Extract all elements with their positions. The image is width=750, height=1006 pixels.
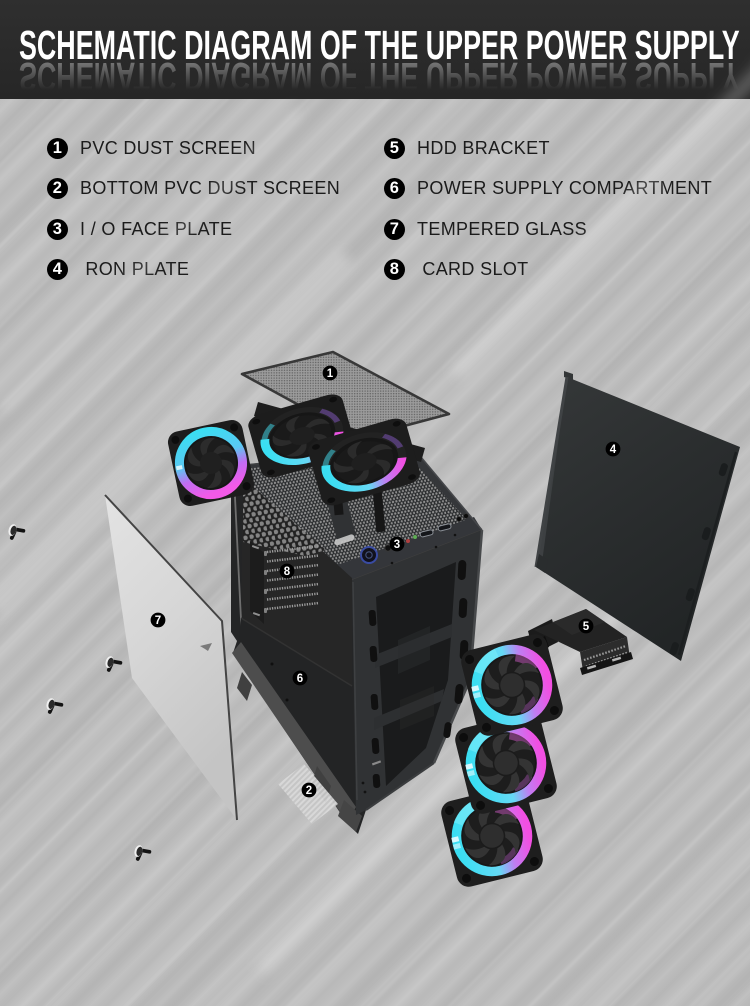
- svg-text:5: 5: [583, 621, 590, 633]
- svg-text:4: 4: [610, 444, 617, 456]
- svg-text:7: 7: [155, 615, 161, 627]
- svg-text:1: 1: [327, 368, 334, 380]
- svg-text:3: 3: [394, 539, 400, 551]
- svg-text:2: 2: [306, 785, 312, 797]
- svg-text:8: 8: [284, 566, 291, 578]
- svg-text:6: 6: [297, 673, 303, 685]
